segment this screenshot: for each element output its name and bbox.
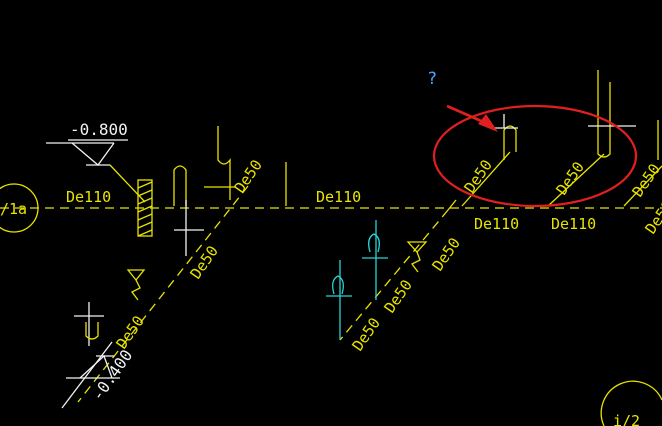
question-arrow [446, 104, 498, 132]
pipe-label-main-3: De110 [474, 215, 519, 233]
pipe-label-branch-2: De50 [187, 242, 222, 282]
pipe-label-branch-6: De50 [429, 234, 464, 274]
pipe-label-branch-10: De50 [642, 197, 662, 237]
riser-right-3 [623, 120, 662, 207]
pipe-label-branch-3: De50 [113, 312, 148, 352]
highlight-ellipse [432, 104, 638, 208]
branch-pipe-middle [339, 209, 449, 341]
pipe-label-branch-1: De50 [231, 156, 266, 196]
elevation-bottom-text: -0.400 [88, 346, 137, 404]
axis-tag-left-text: /1a [0, 200, 27, 218]
axis-bubble-right: i/2 [600, 380, 662, 426]
pipe-label-branch-8: De50 [553, 158, 588, 198]
pipe-label-branch-7: De50 [461, 156, 496, 196]
floor-drain-left [126, 269, 146, 301]
riser-left-2 [204, 126, 287, 206]
valve-hatched [137, 179, 153, 237]
axis-bubble-left: /1a [0, 183, 39, 233]
pipe-label-main-4: De110 [551, 215, 596, 233]
riser-cyan-1 [326, 260, 352, 340]
pipe-label-main-2: De110 [316, 188, 361, 206]
pipe-label-main-1: De110 [66, 188, 111, 206]
riser-right-2 [547, 70, 636, 207]
floor-drain-middle [406, 241, 428, 273]
elevation-top-text: -0.800 [70, 120, 128, 139]
riser-right-highlighted [461, 114, 518, 207]
pipe-label-branch-4: De50 [349, 314, 384, 354]
question-mark: ? [427, 69, 437, 89]
cleanout-bottom-left [74, 302, 104, 346]
axis-tag-right-text: i/2 [613, 412, 640, 426]
branch-pipe-left [77, 185, 249, 403]
pipe-label-branch-5: De50 [381, 276, 416, 316]
riser-cyan-2 [362, 220, 388, 300]
riser-left-1 [173, 165, 204, 256]
